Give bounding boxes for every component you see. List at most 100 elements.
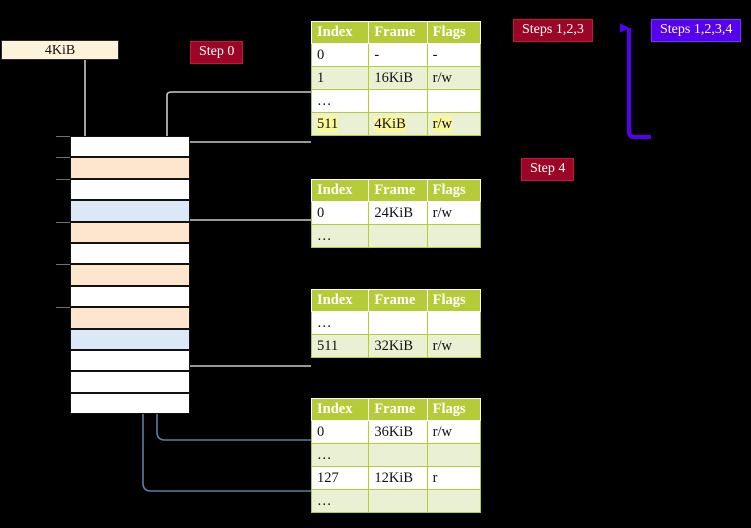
- table-cell: 24KiB: [368, 201, 428, 225]
- table-cell-text: 12KiB: [374, 469, 413, 486]
- table-cell-text: 4KiB: [374, 115, 406, 132]
- memory-frame-cell: [70, 200, 190, 222]
- table-cell: r: [426, 466, 482, 490]
- table-cell: …: [310, 224, 370, 248]
- memory-frame-cell: [70, 221, 190, 243]
- memory-frame-cell: [70, 136, 190, 158]
- table-row: 511 32KiB r/w: [310, 334, 482, 358]
- table-cell: 0: [310, 420, 370, 444]
- table-row: 127 12KiB r: [310, 466, 482, 490]
- table-cell-text: …: [317, 492, 332, 509]
- table-cell-text: r/w: [432, 204, 453, 221]
- table-cell-text: r/w: [432, 337, 453, 354]
- table-header-frame: Frame: [368, 179, 428, 202]
- badge-step-4-label: Step 4: [530, 161, 566, 176]
- table-cell-text: …: [317, 92, 332, 109]
- memory-frame-cell: [70, 285, 190, 308]
- table-cell-text: -: [374, 46, 380, 63]
- table-cell: …: [310, 443, 370, 467]
- table-cell: r/w: [426, 201, 482, 225]
- table-cell: [426, 443, 482, 467]
- table-header-frame: Frame: [368, 289, 428, 312]
- table-cell-text: r/w: [432, 423, 453, 440]
- table-row: …: [310, 224, 482, 248]
- table-header-flags: Flags: [426, 179, 482, 202]
- table-cell: [368, 224, 428, 248]
- table-cell-text: 32KiB: [374, 337, 413, 354]
- table-cell: -: [426, 43, 482, 67]
- table-header-index: Index: [310, 179, 370, 202]
- memory-frame-cell: [70, 307, 190, 329]
- memory-frame-cell: [70, 243, 190, 265]
- arrow-pt1-to-frame: [174, 219, 311, 252]
- table-header-index: Index: [310, 21, 370, 44]
- arrow-frame-to-pt2: [169, 309, 311, 367]
- table-cell: -: [368, 43, 428, 67]
- memory-frame-tick: [56, 178, 70, 180]
- table-cell: [368, 89, 428, 113]
- table-header-index: Index: [310, 398, 370, 421]
- memory-frame-tick: [56, 157, 70, 159]
- table-row: …: [310, 489, 482, 513]
- memory-frame-tick: [56, 264, 70, 266]
- table-cell-text: …: [317, 227, 332, 244]
- table-cell: 16KiB: [368, 66, 428, 90]
- table-cell: [368, 311, 428, 335]
- table-cell: 511: [310, 112, 370, 136]
- table-cell-text: …: [317, 314, 332, 331]
- table-header-frame: Frame: [368, 398, 428, 421]
- table-header-flags: Flags: [426, 398, 482, 421]
- table-cell-text: 511: [317, 337, 339, 354]
- table-row: 0 - -: [310, 43, 482, 67]
- table-cell: [368, 489, 428, 513]
- badge-step-0-label: Step 0: [199, 44, 235, 59]
- table-cell: r/w: [426, 420, 482, 444]
- memory-frame-cell: [70, 157, 190, 179]
- table-cell: [426, 311, 482, 335]
- table-row: 0 36KiB r/w: [310, 420, 482, 444]
- table-cell-text: 16KiB: [374, 69, 413, 86]
- table-cell: 127: [310, 466, 370, 490]
- table-cell: r/w: [426, 66, 482, 90]
- table-cell-text: 127: [317, 469, 339, 486]
- arrow-steps-bracket-purple: [620, 23, 651, 139]
- table-cell: 36KiB: [368, 420, 428, 444]
- table-cell: 12KiB: [368, 466, 428, 490]
- memory-frame-cell: [70, 350, 190, 372]
- badge-step-0: Step 0: [190, 41, 244, 64]
- table-header-frame: Frame: [368, 21, 428, 44]
- badge-steps-123-label: Steps 1,2,3: [522, 22, 584, 37]
- table-cell: [368, 443, 428, 467]
- table-cell: …: [310, 311, 370, 335]
- table-header-flags: Flags: [426, 21, 482, 44]
- memory-frame-cell: [70, 178, 190, 201]
- table-header-flags: Flags: [426, 289, 482, 312]
- table-cell: r/w: [426, 334, 482, 358]
- table-cell-text: 36KiB: [374, 423, 413, 440]
- table-cell-text: r/w: [432, 115, 453, 132]
- badge-steps-123: Steps 1,2,3: [513, 19, 593, 42]
- table-cell: 1: [310, 66, 370, 90]
- table-cell: [426, 89, 482, 113]
- frame-size-legend-box: 4KiB: [1, 40, 119, 60]
- memory-frame-cell: [70, 392, 190, 415]
- frame-size-legend-label: 4KiB: [44, 43, 76, 58]
- table-cell: 511: [310, 334, 370, 358]
- table-header-index: Index: [310, 289, 370, 312]
- table-cell-text: 0: [317, 423, 325, 440]
- memory-frame-cell: [70, 328, 190, 350]
- table-row: …: [310, 89, 482, 113]
- badge-steps-1234-label: Steps 1,2,3,4: [660, 22, 733, 37]
- table-cell: 0: [310, 43, 370, 67]
- table-cell-text: 0: [317, 46, 325, 63]
- memory-frame-tick: [56, 136, 70, 137]
- memory-frame-tick: [56, 307, 70, 309]
- table-cell-text: r: [432, 469, 438, 486]
